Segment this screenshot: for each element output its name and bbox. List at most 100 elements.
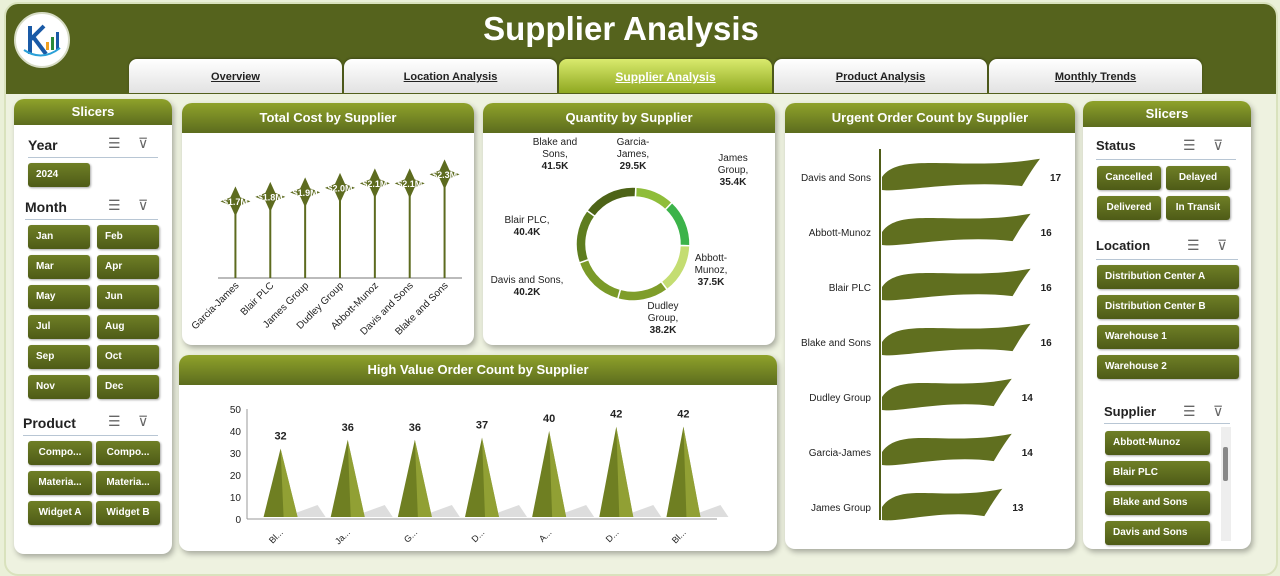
location-item-distribution-center-b-1[interactable]: Distribution Center B: [1097, 295, 1239, 319]
dashboard-frame: Supplier Analysis Overview Location Anal…: [4, 2, 1278, 576]
hv-data-label: 36: [409, 422, 421, 434]
clear-filter-icon[interactable]: ⊽: [1217, 237, 1228, 253]
month-item-oct-9[interactable]: Oct: [97, 345, 159, 369]
month-divider: [25, 219, 158, 220]
clear-filter-icon[interactable]: ⊽: [138, 197, 149, 213]
status-item-delivered-2[interactable]: Delivered: [1097, 196, 1161, 220]
tab-location-analysis[interactable]: Location Analysis: [344, 59, 557, 93]
multi-select-icon[interactable]: ☰: [1183, 403, 1196, 419]
tab-product-analysis[interactable]: Product Analysis: [774, 59, 987, 93]
hv-y-tick: 30: [230, 449, 242, 460]
cost-data-label: $2.1M: [362, 179, 387, 189]
month-item-jun-5[interactable]: Jun: [97, 285, 159, 309]
donut-slice-blake-and-sons: [585, 186, 637, 218]
year-divider: [28, 157, 158, 158]
urgent-flag: [882, 323, 1031, 356]
product-item-materia-2[interactable]: Materia...: [28, 471, 92, 495]
location-divider: [1096, 259, 1238, 260]
multi-select-icon[interactable]: ☰: [1183, 137, 1196, 153]
tab-monthly-trends[interactable]: Monthly Trends: [989, 59, 1202, 93]
clear-filter-icon[interactable]: ⊽: [138, 135, 149, 151]
month-item-dec-11[interactable]: Dec: [97, 375, 159, 399]
product-item-compo-0[interactable]: Compo...: [28, 441, 92, 465]
multi-select-icon[interactable]: ☰: [108, 135, 121, 151]
clear-filter-icon[interactable]: ⊽: [138, 413, 149, 429]
location-item-warehouse-2-3[interactable]: Warehouse 2: [1097, 355, 1239, 379]
hv-category-label: D...: [469, 527, 486, 544]
donut-slice-blair-plc: [575, 209, 597, 264]
clear-filter-icon[interactable]: ⊽: [1213, 403, 1224, 419]
supplier-divider: [1104, 423, 1230, 424]
month-item-aug-7[interactable]: Aug: [97, 315, 159, 339]
month-item-sep-8[interactable]: Sep: [28, 345, 90, 369]
product-item-materia-3[interactable]: Materia...: [96, 471, 160, 495]
multi-select-icon[interactable]: ☰: [1187, 237, 1200, 253]
hv-data-label: 37: [476, 420, 488, 432]
hv-y-tick: 10: [230, 493, 242, 504]
hv-category-label: Ja...: [333, 527, 352, 546]
urgent-flag: [882, 378, 1012, 411]
supplier-item-abbott-munoz-0[interactable]: Abbott-Munoz: [1105, 431, 1210, 455]
hv-category-label: G...: [402, 527, 419, 544]
product-item-compo-1[interactable]: Compo...: [96, 441, 160, 465]
product-item-widget-a-4[interactable]: Widget A: [28, 501, 92, 525]
supplier-scrollbar[interactable]: [1221, 427, 1231, 541]
status-divider: [1096, 159, 1236, 160]
hv-category-label: D...: [604, 527, 621, 544]
urgent-flag: [882, 433, 1012, 466]
supplier-item-blake-and-sons-2[interactable]: Blake and Sons: [1105, 491, 1210, 515]
cost-data-label: $2.1M: [397, 179, 422, 189]
product-divider: [23, 435, 158, 436]
month-item-may-4[interactable]: May: [28, 285, 90, 309]
month-item-apr-3[interactable]: Apr: [97, 255, 159, 279]
multi-select-icon[interactable]: ☰: [108, 413, 121, 429]
cost-marker: [290, 177, 321, 208]
location-item-warehouse-1-2[interactable]: Warehouse 1: [1097, 325, 1239, 349]
hv-data-label: 32: [274, 431, 286, 443]
product-item-widget-b-5[interactable]: Widget B: [96, 501, 160, 525]
supplier-scrollbar-thumb[interactable]: [1223, 447, 1228, 481]
hv-y-tick: 20: [230, 471, 242, 482]
urgent-category-label: Blair PLC: [829, 283, 871, 294]
year-item-2024[interactable]: 2024: [28, 163, 90, 187]
total-cost-title: Total Cost by Supplier: [182, 103, 474, 133]
status-slicer-label: Status: [1096, 138, 1136, 153]
status-item-delayed-1[interactable]: Delayed: [1166, 166, 1230, 190]
month-item-feb-1[interactable]: Feb: [97, 225, 159, 249]
cost-data-label: $2.3M: [432, 170, 457, 180]
urgent-flag: [882, 488, 1003, 521]
cost-marker: [359, 168, 390, 199]
high-value-title: High Value Order Count by Supplier: [179, 355, 777, 385]
supplier-item-blair-plc-1[interactable]: Blair PLC: [1105, 461, 1210, 485]
hv-data-label: 42: [610, 409, 622, 421]
cost-marker: [220, 186, 251, 217]
hv-data-label: 42: [677, 409, 689, 421]
tab-supplier-analysis[interactable]: Supplier Analysis: [559, 59, 772, 93]
donut-data-label: Davis and Sons,40.2K: [491, 275, 564, 298]
cost-marker: [394, 168, 425, 199]
urgent-category-label: Abbott-Munoz: [809, 228, 871, 239]
status-item-cancelled-0[interactable]: Cancelled: [1097, 166, 1161, 190]
supplier-item-davis-and-sons-3[interactable]: Davis and Sons: [1105, 521, 1210, 545]
month-item-nov-10[interactable]: Nov: [28, 375, 90, 399]
urgent-data-label: 13: [1012, 503, 1024, 514]
urgent-data-label: 16: [1041, 228, 1053, 239]
tab-overview[interactable]: Overview: [129, 59, 342, 93]
urgent-category-label: Garcia-James: [809, 448, 871, 459]
location-item-distribution-center-a-0[interactable]: Distribution Center A: [1097, 265, 1239, 289]
month-item-jan-0[interactable]: Jan: [28, 225, 90, 249]
multi-select-icon[interactable]: ☰: [108, 197, 121, 213]
month-item-jul-6[interactable]: Jul: [28, 315, 90, 339]
status-item-in-transit-3[interactable]: In Transit: [1166, 196, 1230, 220]
month-item-mar-2[interactable]: Mar: [28, 255, 90, 279]
donut-slice-garcia-james: [634, 186, 674, 211]
clear-filter-icon[interactable]: ⊽: [1213, 137, 1224, 153]
urgent-flag: [882, 213, 1031, 246]
high-value-chart: 0102030405032Bl...36Ja...36G...37D...40A…: [230, 405, 729, 546]
